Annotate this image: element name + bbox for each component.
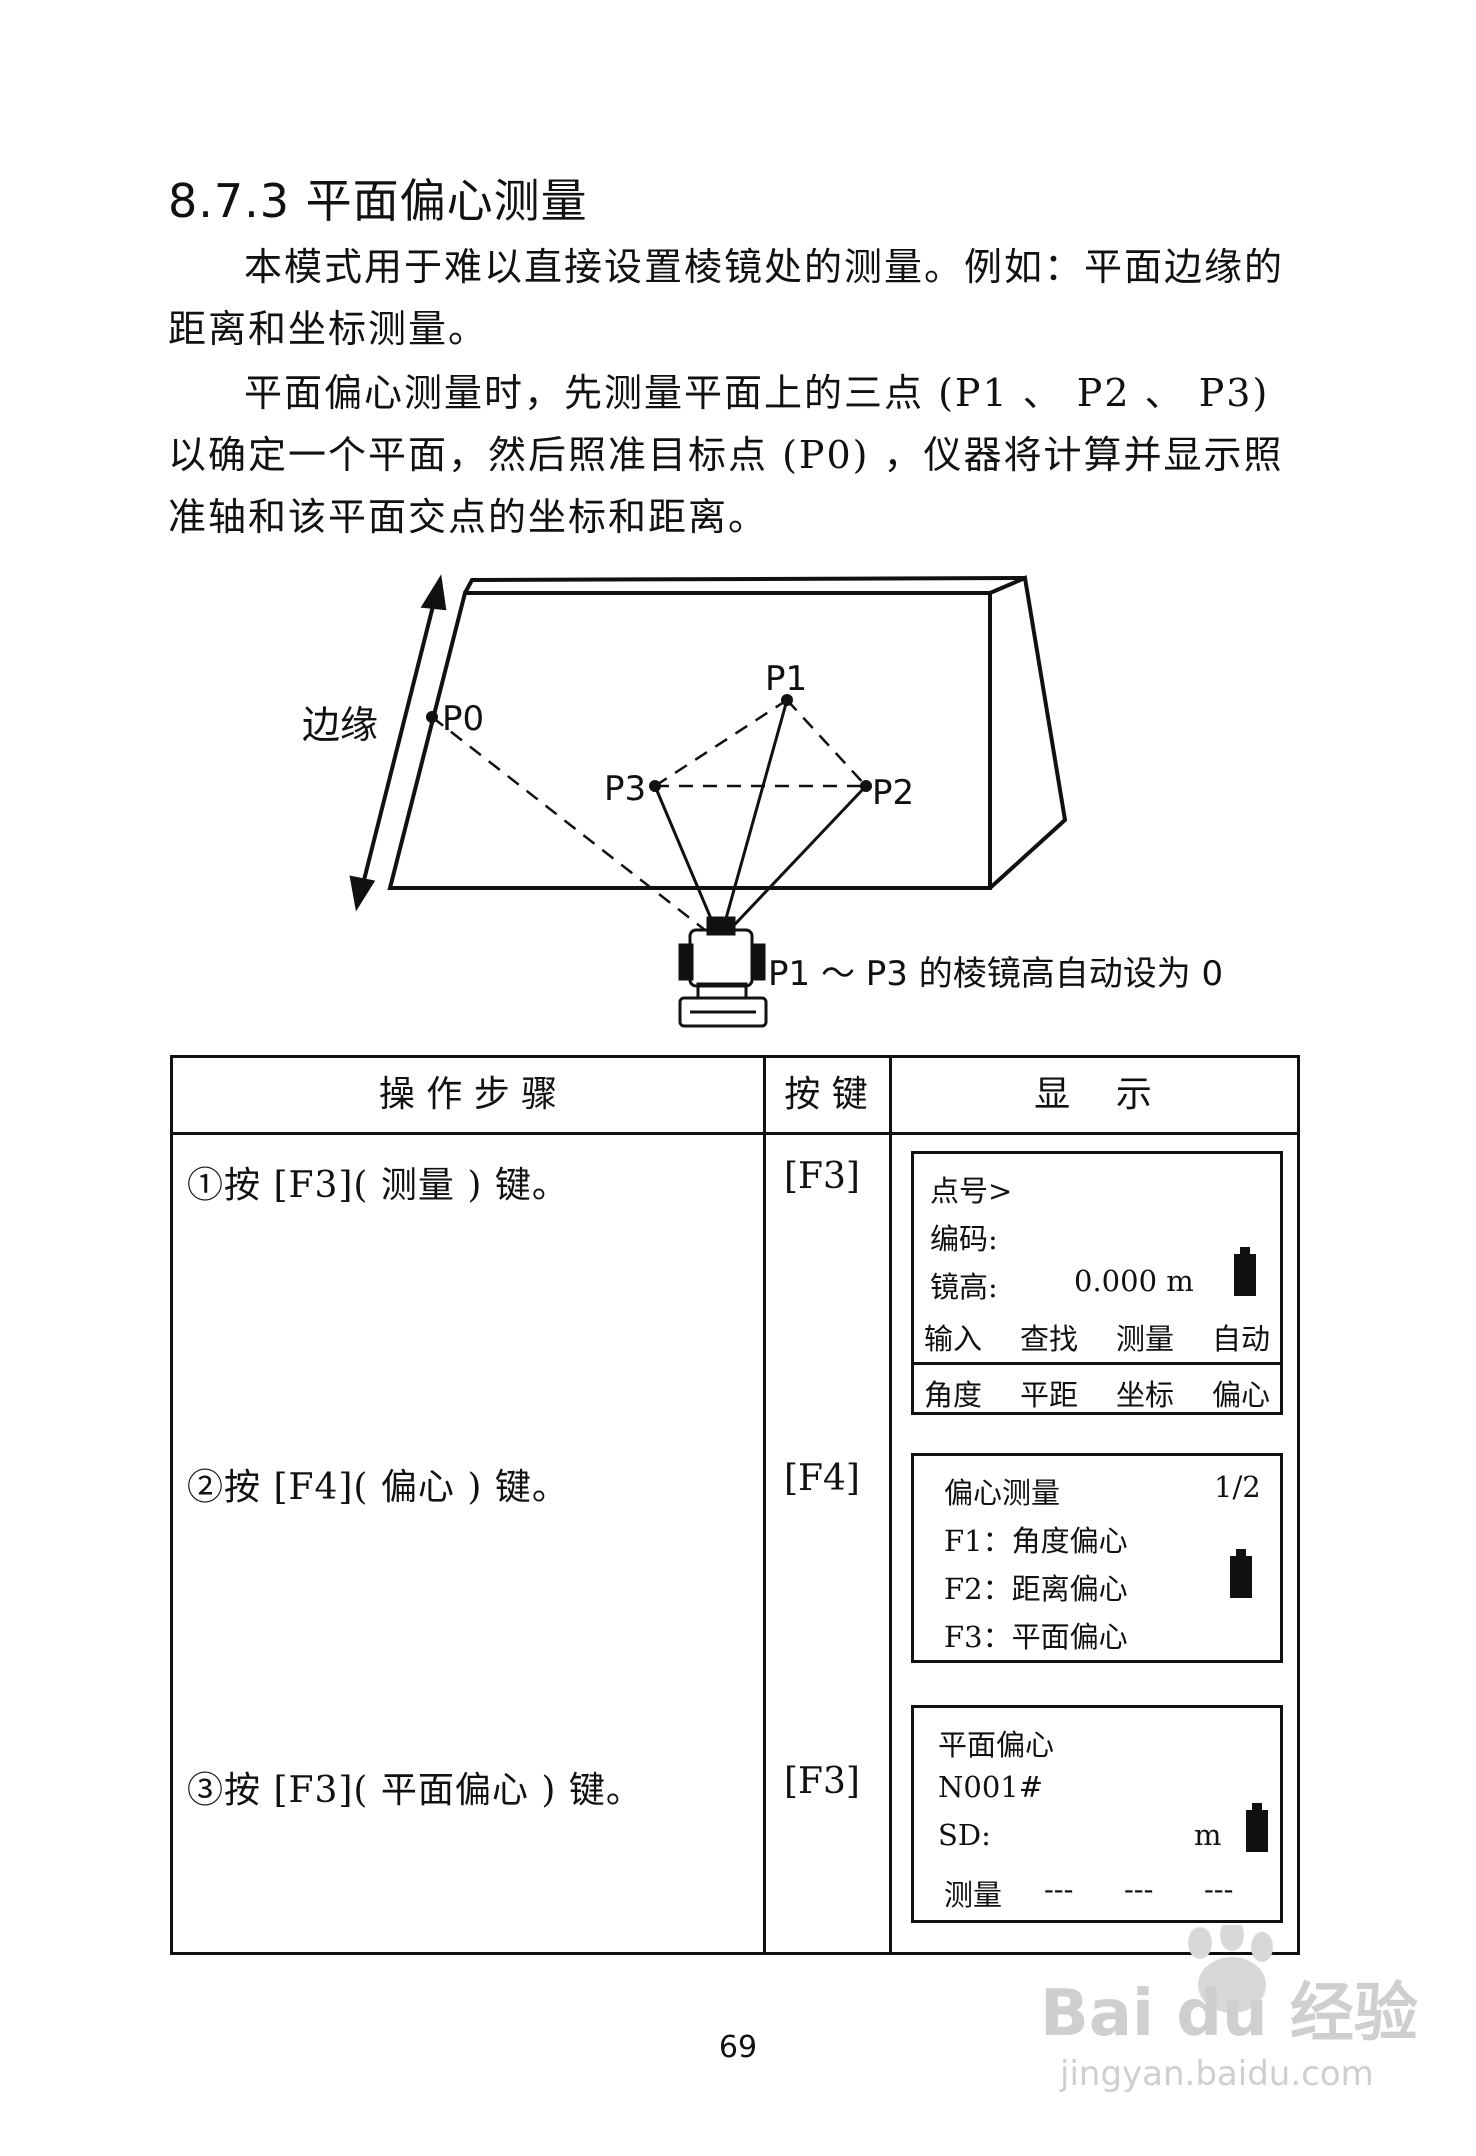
header-separator (173, 1132, 1297, 1135)
paw-icon (1188, 1925, 1273, 2013)
step-1-text: ①按 [F3]( 测量 ) 键。 (187, 1165, 569, 1206)
battery-icon (1230, 1549, 1252, 1598)
header-steps: 操 作 步 骤 (378, 1074, 558, 1115)
edge-arrow (349, 574, 447, 912)
lcd1-softkey-coord: 坐标 (1116, 1378, 1175, 1412)
p3-label: P3 (604, 769, 646, 809)
lcd2-item-angle-offset: F1：角度偏心 (944, 1524, 1128, 1558)
lcd2-title: 偏心测量 (944, 1476, 1061, 1510)
lcd1-code: 编码: (930, 1222, 998, 1256)
header-display: 显 示 (1034, 1074, 1152, 1115)
measure-lines (653, 699, 868, 942)
battery-icon (1234, 1247, 1256, 1296)
lcd3-sd-label: SD: (938, 1818, 991, 1852)
lcd1-softkey-angle: 角度 (924, 1378, 983, 1412)
lcd1-softkey-offset: 偏心 (1212, 1378, 1271, 1412)
step-3-key: [F3] (784, 1761, 860, 1802)
p2-label: P2 (872, 773, 914, 813)
lcd1-divider (914, 1362, 1280, 1365)
operation-table: 操 作 步 骤 按 键 显 示 ①按 [F3]( 测量 ) 键。 [F3] 点号… (170, 1055, 1300, 1955)
lcd1-softkey-measure: 测量 (1116, 1322, 1175, 1356)
lcd-screen-3: 平面偏心 N001# SD: m 测量 --- --- --- (911, 1705, 1283, 1923)
plane-offset-diagram: 边缘 P0 P1 P2 P3 P1 ～ P3 的棱镜高自动设为 0 (302, 574, 1223, 1028)
col-separator (763, 1058, 766, 1952)
page-number: 69 (718, 2030, 758, 2065)
p1-label: P1 (765, 659, 807, 699)
target-points (426, 694, 872, 792)
step-3-text: ③按 [F3]( 平面偏心 ) 键。 (187, 1770, 643, 1811)
lcd3-softkey-measure: 测量 (944, 1878, 1003, 1912)
lcd3-softkey-2: --- (1044, 1872, 1074, 1906)
col-separator (889, 1058, 892, 1952)
lcd3-title: 平面偏心 (938, 1728, 1055, 1762)
lcd2-item-plane-offset: F3：平面偏心 (944, 1620, 1128, 1654)
lcd3-sd-unit: m (1194, 1818, 1222, 1852)
section-heading: 8.7.3 平面偏心测量 (168, 174, 588, 228)
lcd2-page: 1/2 (1214, 1470, 1261, 1504)
lcd3-softkey-4: --- (1204, 1872, 1234, 1906)
lcd2-item-distance-offset: F2：距离偏心 (944, 1572, 1128, 1606)
step-2-text: ②按 [F4]( 偏心 ) 键。 (187, 1467, 569, 1508)
lcd1-softkey-input: 输入 (924, 1322, 983, 1356)
dashed-lines (431, 698, 867, 931)
lcd-screen-1: 点号> 编码: 镜高: 0.000 m 输入 查找 测量 自动 角度 平距 坐标… (911, 1151, 1283, 1415)
p0-label: P0 (442, 699, 484, 739)
step-2-key: [F4] (784, 1458, 860, 1499)
baidu-jingyan-watermark: Bai du 经验 jingyan.baidu.com (1040, 1925, 1418, 2094)
intro-paragraph: 本模式用于难以直接设置棱镜处的测量。例如：平面边缘的距离和坐标测量。 (168, 245, 1285, 351)
lcd3-point: N001# (938, 1770, 1044, 1804)
watermark-url: jingyan.baidu.com (1059, 2054, 1374, 2094)
battery-icon (1246, 1803, 1268, 1852)
step-1-key: [F3] (784, 1156, 860, 1197)
watermark-brand: Bai du 经验 (1040, 1977, 1418, 2051)
lcd-screen-2: 偏心测量 1/2 F1：角度偏心 F2：距离偏心 F3：平面偏心 (911, 1453, 1283, 1663)
lcd1-softkey-auto: 自动 (1212, 1322, 1271, 1356)
header-keys: 按 键 (784, 1074, 868, 1115)
total-station-icon (678, 916, 768, 1028)
lcd1-softkey-find: 查找 (1020, 1322, 1079, 1356)
prism-height-caption: P1 ～ P3 的棱镜高自动设为 0 (768, 954, 1223, 994)
lcd1-height-value: 0.000 m (1074, 1264, 1194, 1298)
lcd1-point: 点号> (930, 1174, 1013, 1208)
edge-label: 边缘 (302, 703, 378, 747)
wall-shape (387, 575, 1068, 890)
lcd3-softkey-3: --- (1124, 1872, 1154, 1906)
method-paragraph: 平面偏心测量时，先测量平面上的三点 (P1 、 P2 、 P3) 以确定一个平面… (168, 371, 1284, 539)
lcd1-softkey-hdist: 平距 (1020, 1378, 1079, 1412)
lcd1-height-label: 镜高: (930, 1270, 998, 1304)
